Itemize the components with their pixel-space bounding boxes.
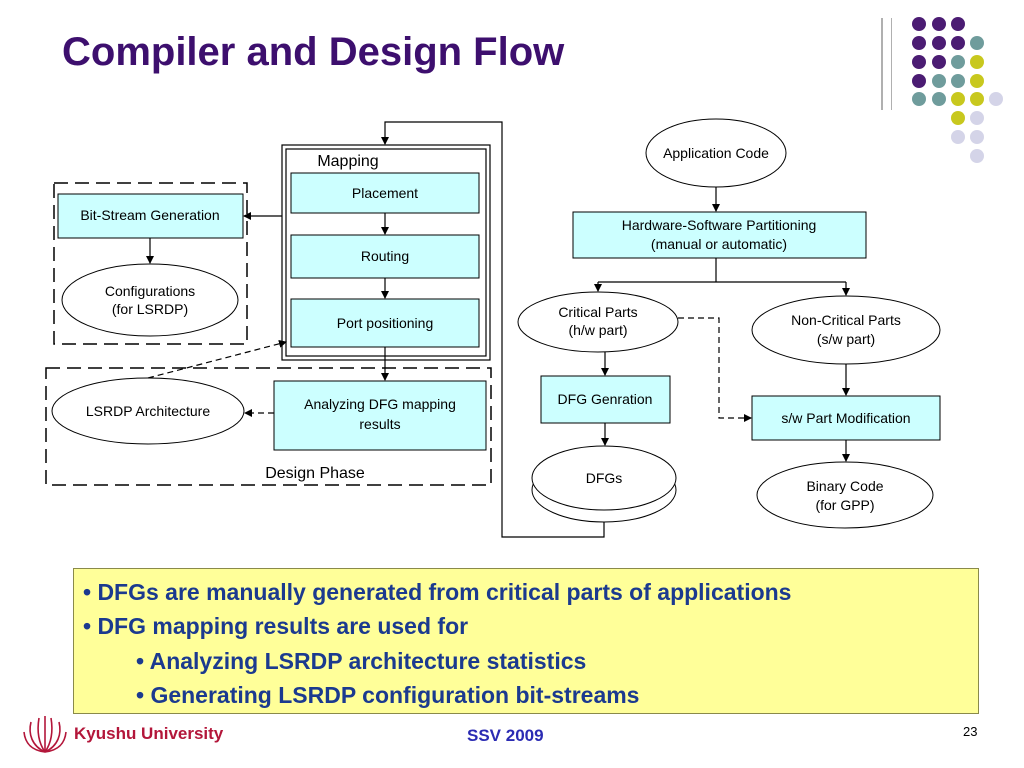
note-bullet-1: • DFGs are manually generated from criti… bbox=[83, 579, 792, 605]
decor-dot bbox=[951, 36, 965, 50]
decor-line bbox=[891, 18, 892, 110]
analyzing-label-2: results bbox=[359, 416, 400, 432]
configurations-label-1: Configurations bbox=[105, 283, 195, 299]
decor-dot bbox=[932, 92, 946, 106]
decor-dot bbox=[912, 17, 926, 31]
critical-label-1: Critical Parts bbox=[558, 304, 637, 320]
connectors bbox=[146, 121, 850, 538]
decor-dot bbox=[951, 92, 965, 106]
decor-dot bbox=[970, 149, 984, 163]
note-subbullet-2: • Generating LSRDP configuration bit-str… bbox=[136, 682, 640, 708]
design-phase-frame bbox=[45, 367, 492, 486]
page-number: 23 bbox=[963, 724, 978, 739]
decor-dot bbox=[912, 92, 926, 106]
decor-dot bbox=[932, 55, 946, 69]
binary-label-2: (for GPP) bbox=[815, 497, 874, 513]
decor-dot bbox=[951, 55, 965, 69]
bitstream-label: Bit-Stream Generation bbox=[80, 207, 219, 223]
decor-dot bbox=[989, 92, 1003, 106]
hw-sw-partitioning-box bbox=[572, 211, 867, 259]
bitstream-box bbox=[57, 193, 244, 239]
arrow-dfgs-mapping-loop bbox=[381, 121, 605, 538]
routing-box bbox=[290, 234, 480, 279]
binary-code-ellipse bbox=[756, 461, 934, 529]
mapping-label: Mapping bbox=[317, 153, 378, 170]
dfg-gen-label: DFG Genration bbox=[558, 391, 653, 407]
configurations-ellipse bbox=[61, 263, 239, 337]
noncritical-label-2: (s/w part) bbox=[817, 331, 875, 347]
critical-label-2: (h/w part) bbox=[568, 322, 627, 338]
decor-dot bbox=[932, 17, 946, 31]
bitstream-group-frame bbox=[53, 182, 248, 345]
placement-label: Placement bbox=[352, 185, 418, 201]
sw-mod-label: s/w Part Modification bbox=[781, 410, 910, 426]
port-positioning-label: Port positioning bbox=[337, 315, 434, 331]
arrow-critical-swmod bbox=[678, 317, 752, 422]
footer-university: Kyushu University bbox=[74, 724, 224, 743]
note-subbullet-1: • Analyzing LSRDP architecture statistic… bbox=[136, 648, 587, 674]
dfgs-label: DFGs bbox=[586, 470, 623, 486]
routing-label: Routing bbox=[361, 248, 409, 264]
flow-diagram: Mapping Design Phase Placement Routing P… bbox=[45, 118, 941, 538]
decor-dot bbox=[951, 130, 965, 144]
decor-line bbox=[881, 18, 883, 110]
decor-dot bbox=[970, 74, 984, 88]
decor-dot bbox=[970, 92, 984, 106]
lsrdp-arch-label: LSRDP Architecture bbox=[86, 403, 210, 419]
decor-dot bbox=[951, 74, 965, 88]
summary-note: • DFGs are manually generated from criti… bbox=[73, 568, 979, 714]
sw-modification-box bbox=[751, 395, 941, 441]
hw-sw-label-1: Hardware-Software Partitioning bbox=[622, 217, 817, 233]
port-positioning-box bbox=[290, 298, 480, 348]
arrow-lsrdp-mapping bbox=[147, 339, 287, 379]
slide-title: Compiler and Design Flow bbox=[62, 30, 565, 74]
placement-box bbox=[290, 172, 480, 214]
decor-dot bbox=[932, 74, 946, 88]
university-logo-icon bbox=[23, 716, 67, 753]
decor-dot bbox=[970, 130, 984, 144]
configurations-label-2: (for LSRDP) bbox=[112, 301, 188, 317]
mapping-frame bbox=[281, 144, 491, 361]
design-phase-label: Design Phase bbox=[265, 465, 365, 482]
analyzing-box bbox=[273, 380, 487, 451]
dfgs-disk-front bbox=[531, 445, 677, 511]
noncritical-parts-ellipse bbox=[751, 295, 941, 365]
decor-dot bbox=[970, 111, 984, 125]
noncritical-label-1: Non-Critical Parts bbox=[791, 312, 901, 328]
app-code-label: Application Code bbox=[663, 145, 769, 161]
footer-conference: SSV 2009 bbox=[467, 726, 544, 745]
decor-dot bbox=[970, 36, 984, 50]
binary-label-1: Binary Code bbox=[806, 478, 883, 494]
decor-dot bbox=[970, 55, 984, 69]
decor-dot bbox=[912, 55, 926, 69]
decor-dot bbox=[932, 36, 946, 50]
decor-dot bbox=[951, 17, 965, 31]
decor-dot bbox=[912, 74, 926, 88]
note-bullet-2: • DFG mapping results are used for bbox=[83, 613, 469, 639]
hw-sw-label-2: (manual or automatic) bbox=[651, 236, 787, 252]
decor-dot bbox=[951, 111, 965, 125]
critical-parts-ellipse bbox=[517, 291, 679, 353]
mapping-frame-inner bbox=[285, 148, 487, 357]
decor-dot bbox=[912, 36, 926, 50]
dfg-generation-box bbox=[540, 375, 671, 424]
analyzing-label-1: Analyzing DFG mapping bbox=[304, 396, 456, 412]
